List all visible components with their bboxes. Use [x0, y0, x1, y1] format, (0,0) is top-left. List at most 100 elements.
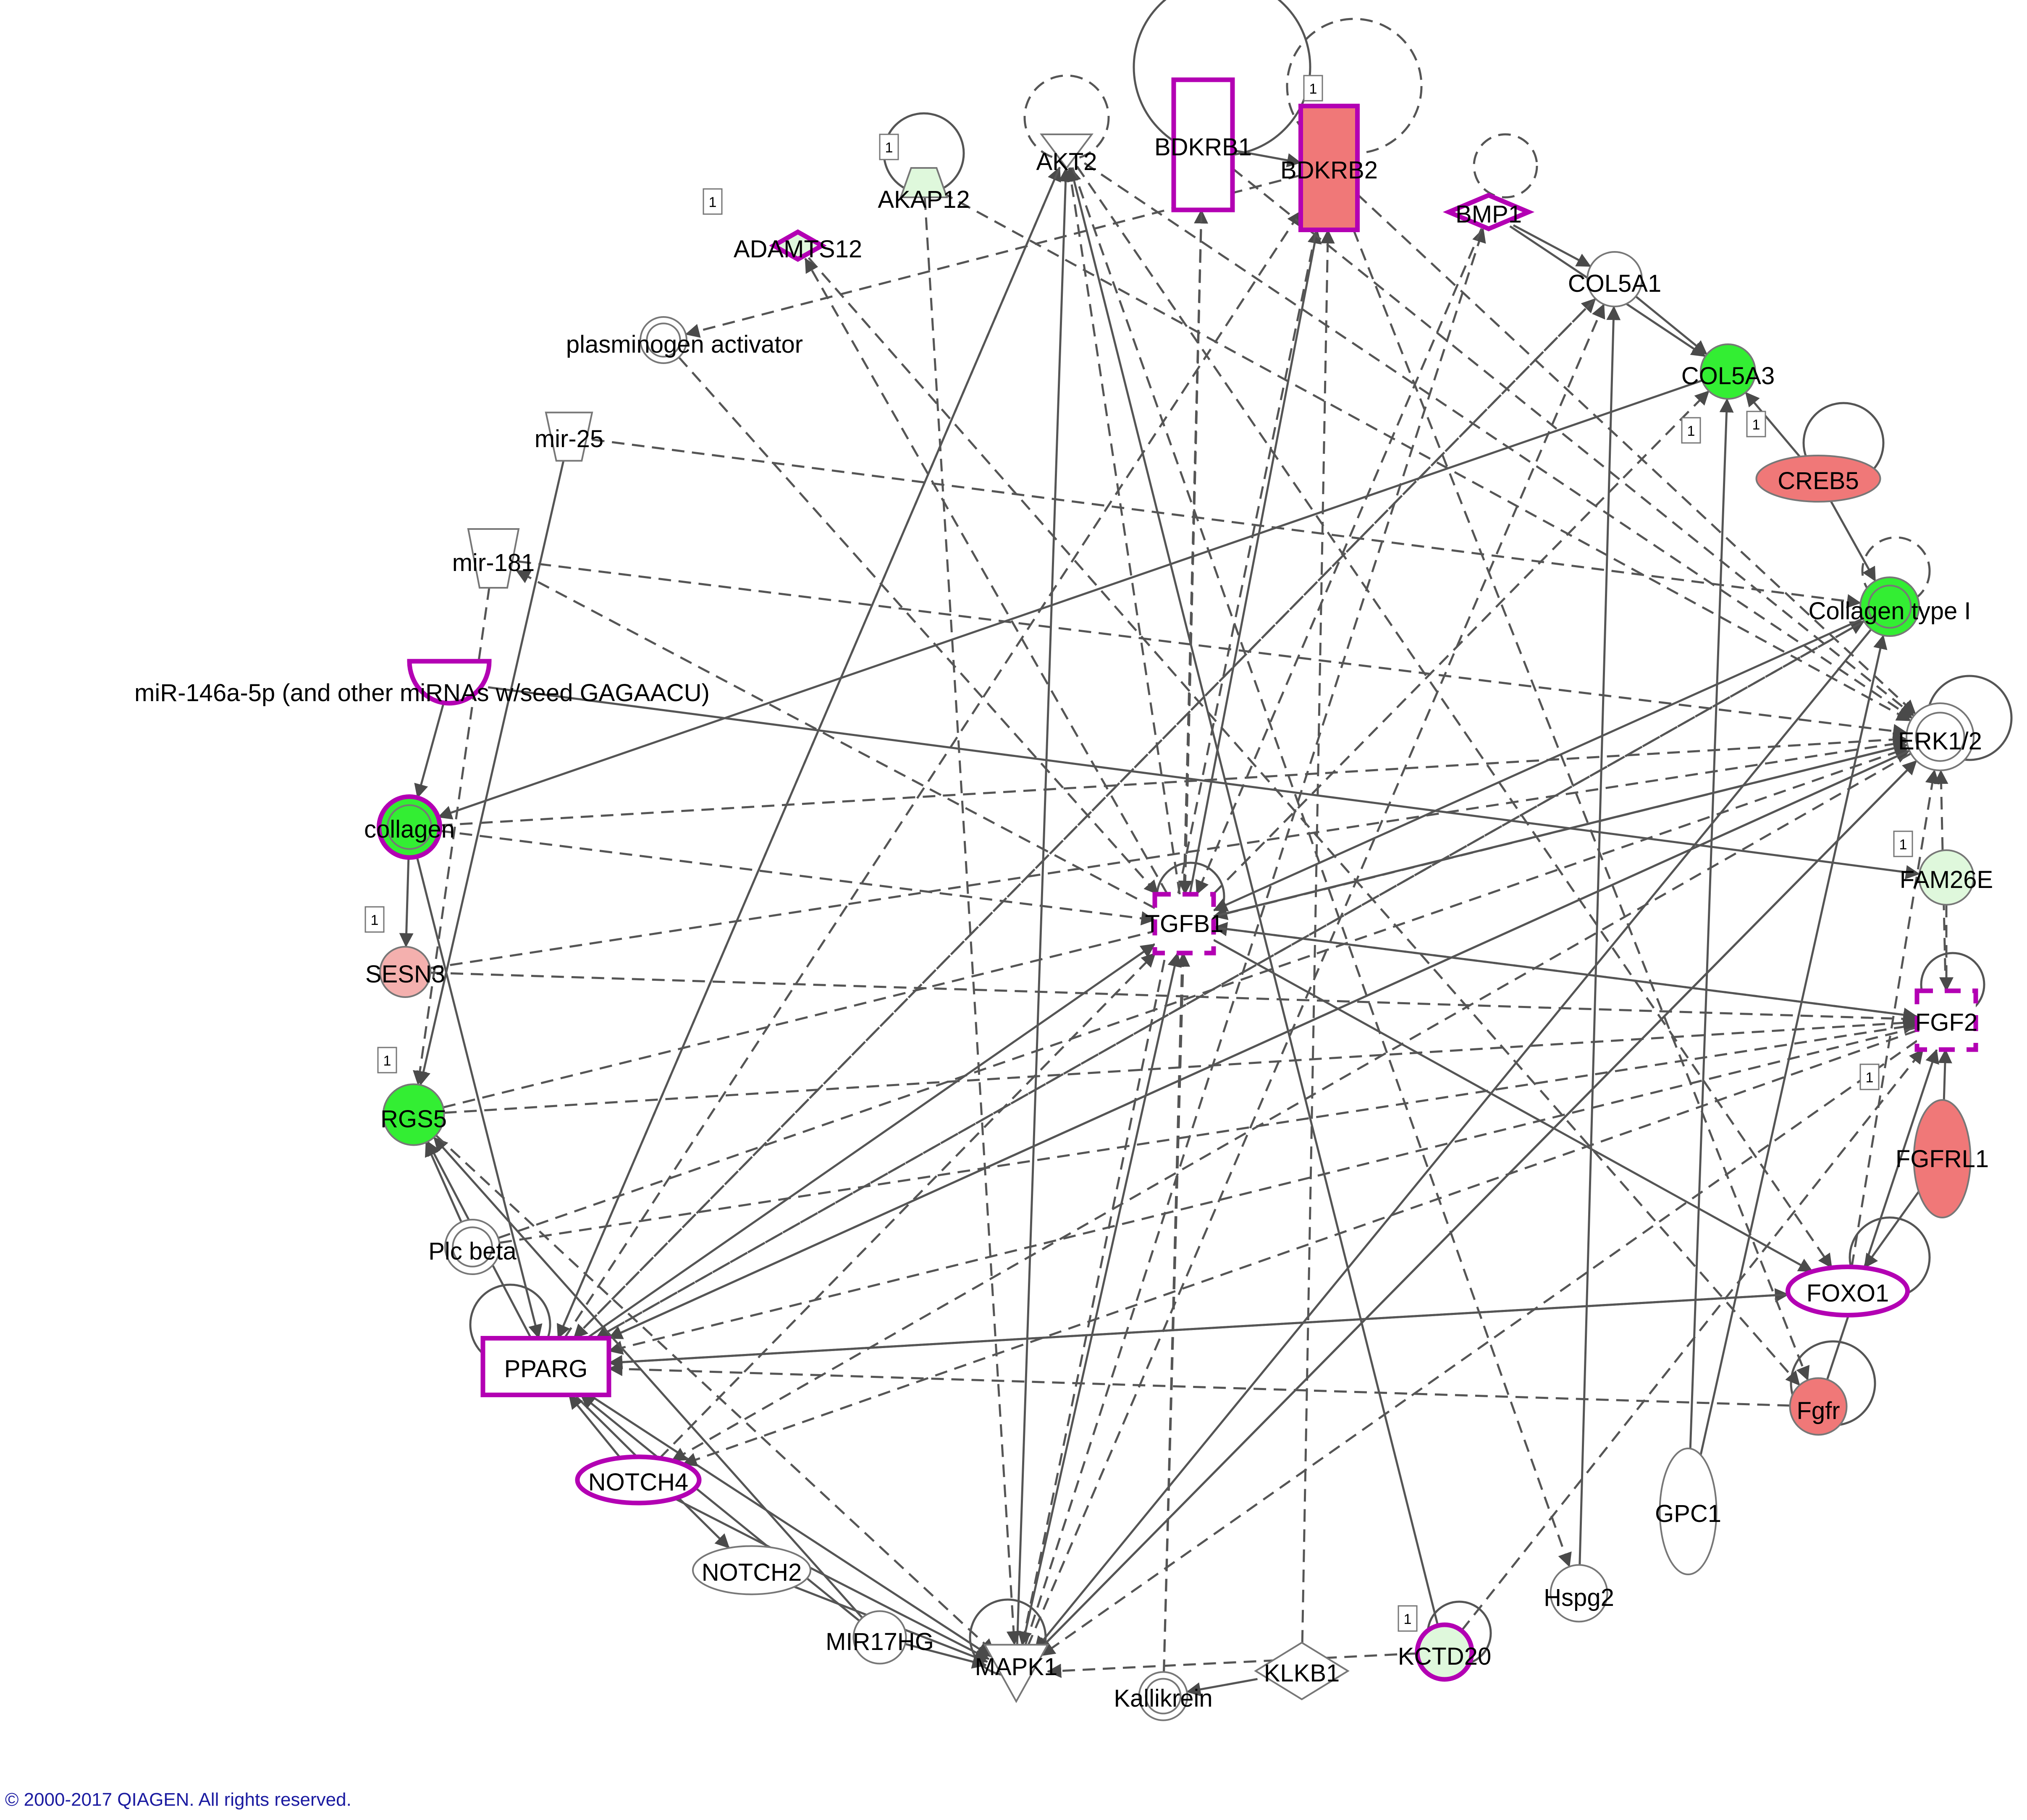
- akt2-shape: [1040, 134, 1093, 170]
- edge-mapk1-to-tgfb1: [1021, 952, 1182, 1646]
- node-fgf2[interactable]: FGF2: [1914, 988, 1978, 1052]
- node-mapk1[interactable]: MAPK1: [975, 1644, 1058, 1703]
- edge-kallikrein-to-tgfb1: [1163, 952, 1191, 1672]
- count-badge-box: [879, 134, 899, 160]
- node-collagen-type-i[interactable]: Collagen type I: [1809, 576, 1971, 637]
- edge-pparg-to-mapk1: [589, 1394, 991, 1658]
- fgf2-label: FGF2: [1915, 1009, 1977, 1036]
- edge-notch4-to-mapk1: [674, 1497, 990, 1660]
- edge-fgfrl1-to-foxo1: [1863, 1191, 1920, 1269]
- bmp1-shape: [1442, 193, 1535, 231]
- count-badge-text: 1: [885, 140, 893, 156]
- edges-layer: [399, 149, 1954, 1697]
- edge-collagen-to-tgfb1: [439, 830, 1156, 926]
- node-sesn3[interactable]: SESN3: [365, 946, 445, 998]
- fgfrl1-label: FGFRL1: [1896, 1145, 1989, 1173]
- edge-gpc1-to-collagen-type-i: [1699, 634, 1888, 1456]
- edge-mapk1-to-bmp1: [1024, 228, 1486, 1646]
- edge-pparg-to-bdkrb2: [564, 210, 1302, 1339]
- gpc1-label: GPC1: [1655, 1500, 1721, 1527]
- plc-beta-label: Plc beta: [428, 1238, 517, 1265]
- count-badge-text: 1: [1404, 1611, 1412, 1627]
- node-mir-146a[interactable]: miR-146a-5p (and other miRNAs w/seed GAG…: [134, 659, 710, 707]
- tgfb1-label: TGFB1: [1145, 910, 1224, 937]
- node-klkb1[interactable]: KLKB1: [1254, 1642, 1350, 1700]
- kctd20-label: KCTD20: [1398, 1643, 1491, 1670]
- node-mir-181[interactable]: mir-181: [452, 528, 535, 589]
- mir-146a-label: miR-146a-5p (and other miRNAs w/seed GAG…: [134, 679, 710, 707]
- edge-gpc1-to-col5a3: [1689, 398, 1734, 1449]
- edge-tgfb1-to-erk1-2: [1213, 741, 1908, 918]
- edge-kctd20-to-fgf2: [1461, 1049, 1924, 1631]
- edge-fgfrl1-to-fgf2: [1938, 1049, 1952, 1100]
- notch2-shape: [692, 1545, 811, 1595]
- node-akap12[interactable]: AKAP12: [878, 167, 970, 213]
- node-collagen[interactable]: collagen: [364, 794, 455, 860]
- pparg-label: PPARG: [504, 1355, 588, 1383]
- notch4-shape: [575, 1454, 702, 1506]
- edge-tgfb1-to-col5a3: [1212, 390, 1710, 895]
- node-mir17hg[interactable]: MIR17HG: [826, 1610, 934, 1665]
- node-erk1-2[interactable]: ERK1/2: [1898, 702, 1982, 771]
- node-col5a3[interactable]: COL5A3: [1681, 343, 1775, 400]
- rgs5-label: RGS5: [380, 1105, 447, 1133]
- node-tgfb1[interactable]: TGFB1: [1145, 892, 1224, 956]
- kctd20-shape: [1415, 1622, 1474, 1682]
- node-hspg2[interactable]: Hspg2: [1544, 1564, 1614, 1623]
- mir-181-shape: [467, 528, 520, 589]
- edge-akap12-to-mapk1: [923, 197, 1021, 1646]
- kallikrein-inner-ring: [1145, 1678, 1182, 1715]
- node-gpc1[interactable]: GPC1: [1655, 1448, 1721, 1575]
- creb5-shape: [1755, 455, 1881, 503]
- node-fgfr[interactable]: Fgfr: [1789, 1377, 1848, 1436]
- edge-collagen-to-pparg: [416, 856, 543, 1339]
- edge-tgfb1-to-akt2: [1064, 167, 1181, 895]
- count-badge-kctd20: 1: [1398, 1605, 1418, 1632]
- edge-akt2-to-hspg2: [1071, 167, 1572, 1568]
- edge-hspg2-to-col5a1: [1579, 306, 1621, 1565]
- edge-klkb1-to-bdkrb2: [1301, 229, 1335, 1643]
- plc-beta-inner-ring: [452, 1226, 493, 1267]
- node-notch2[interactable]: NOTCH2: [692, 1545, 811, 1595]
- edge-mir-146a-to-fam26e: [488, 686, 1920, 880]
- node-plasminogen-activator[interactable]: plasminogen activator: [566, 316, 803, 364]
- count-badge-text: 1: [1309, 81, 1317, 97]
- node-creb5[interactable]: CREB5: [1755, 455, 1881, 503]
- node-adamts12[interactable]: ADAMTS12: [734, 229, 862, 263]
- count-badge-col5a3: 1: [1681, 417, 1701, 444]
- count-badge-box: [1859, 1063, 1880, 1090]
- node-kallikrein[interactable]: Kallikrein: [1114, 1671, 1213, 1721]
- edge-fgfr-to-pparg: [608, 1362, 1790, 1407]
- foxo1-shape: [1786, 1265, 1910, 1317]
- col5a1-label: COL5A1: [1568, 270, 1661, 297]
- node-foxo1[interactable]: FOXO1: [1786, 1265, 1910, 1317]
- erk1-2-inner-ring: [1915, 712, 1965, 762]
- node-plc-beta[interactable]: Plc beta: [428, 1219, 517, 1275]
- node-bdkrb1[interactable]: BDKRB1: [1154, 77, 1252, 212]
- edge-akt2-to-foxo1: [1076, 165, 1833, 1269]
- node-akt2[interactable]: AKT2: [1036, 134, 1097, 175]
- fam26e-shape: [1918, 849, 1975, 906]
- node-fgfrl1[interactable]: FGFRL1: [1896, 1099, 1989, 1218]
- node-pparg[interactable]: PPARG: [480, 1336, 611, 1397]
- node-kctd20[interactable]: KCTD20: [1398, 1622, 1491, 1682]
- node-mir-25[interactable]: mir-25: [535, 411, 603, 462]
- fam26e-label: FAM26E: [1900, 866, 1993, 893]
- node-notch4[interactable]: NOTCH4: [575, 1454, 702, 1506]
- edge-erk1-2-to-pparg: [608, 749, 1910, 1339]
- node-col5a1[interactable]: COL5A1: [1568, 251, 1661, 307]
- node-fam26e[interactable]: FAM26E: [1900, 849, 1993, 906]
- node-bmp1[interactable]: BMP1: [1442, 193, 1535, 231]
- mapk1-label: MAPK1: [975, 1653, 1058, 1681]
- mir17hg-label: MIR17HG: [826, 1628, 934, 1655]
- count-badge-fgfrl1: 1: [1859, 1063, 1880, 1090]
- node-rgs5[interactable]: RGS5: [380, 1083, 447, 1146]
- fgfr-shape: [1789, 1377, 1848, 1436]
- count-badge-box: [364, 906, 385, 933]
- node-bdkrb2[interactable]: BDKRB2: [1280, 104, 1378, 232]
- col5a3-shape: [1700, 343, 1756, 400]
- edge-bdkrb1-to-bdkrb2: [1232, 149, 1302, 168]
- mapk1-shape: [983, 1644, 1049, 1703]
